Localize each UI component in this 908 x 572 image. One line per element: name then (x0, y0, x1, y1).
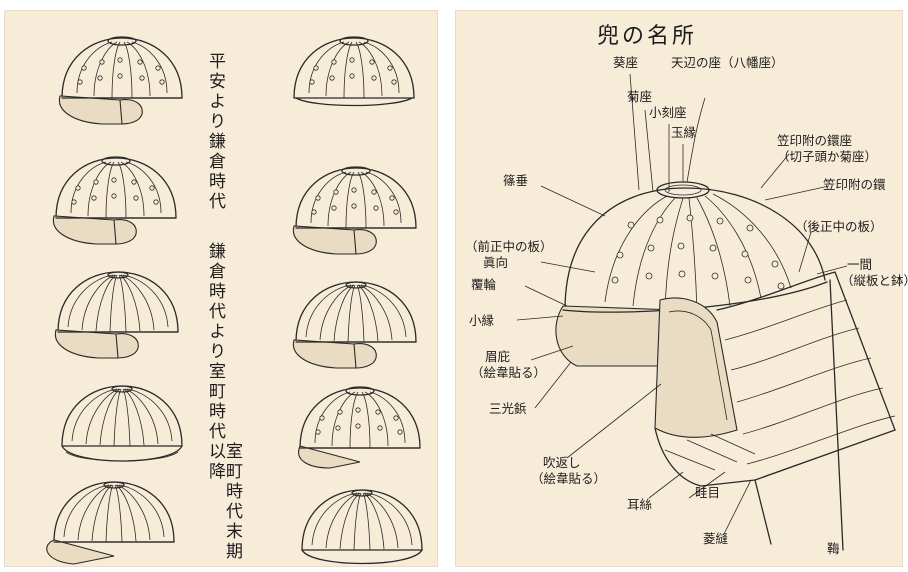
left-page: 平安より鎌倉時代 鎌倉時代より室町時代 室町時代末期以降 (4, 10, 438, 567)
label-kiku-za: 菊座 (627, 90, 652, 104)
label-aoi-za: 葵座 (613, 56, 638, 70)
era-caption-late-muromachi: 室町時代末期以降 (206, 442, 240, 567)
label-makko: 眞向 (483, 256, 508, 270)
label-fukigaeshi-sub: （絵韋貼る） (531, 472, 606, 486)
label-shinodare: 篠垂 (503, 174, 528, 188)
label-sankobyo: 三光鋲 (489, 402, 527, 416)
era-caption-heian-kamakura: 平安より鎌倉時代 (206, 52, 223, 212)
label-kasajirushi-kan: 笠印附の鐶 (823, 178, 886, 192)
label-ushiro-shochu: （後正中の板） (795, 220, 883, 234)
label-kasajirushi-kan-za-sub: （切子頭か菊座） (777, 150, 877, 164)
label-mabisashi: 眉庇 (485, 350, 510, 364)
label-ikken: 一間 (847, 258, 872, 272)
label-hishinui: 菱縫 (703, 532, 728, 546)
label-shikoro: 𩊱 (827, 542, 840, 556)
label-mae-shochu: （前正中の板） (465, 240, 553, 254)
label-mabisashi-sub: （絵韋貼る） (471, 366, 546, 380)
label-kememe: 畦目 (695, 486, 720, 500)
label-kasajirushi-kan-za: 笠印附の鐶座 (777, 134, 852, 148)
diagram-title: 兜の名所 (597, 18, 697, 50)
label-fukurin: 覆輪 (471, 278, 496, 292)
label-mimi-ito: 耳絲 (627, 498, 652, 512)
era-caption-kamakura-muromachi: 鎌倉時代より室町時代 (206, 242, 223, 442)
label-tamabuchi: 玉縁 (671, 126, 696, 140)
label-fukigaeshi: 吹返し (543, 456, 581, 470)
label-kokoku-za: 小刻座 (649, 106, 687, 120)
right-page: 兜の名所 葵座 天辺の座（八幡座） 菊座 小刻座 玉縁 笠印附の鐶座 （切子頭か… (455, 10, 903, 567)
label-tehen-no-za: 天辺の座（八幡座） (671, 56, 784, 70)
label-ikken-sub: （縦板と鉢） (841, 274, 908, 288)
kabuto-parts-diagram (455, 10, 903, 567)
label-kobuchi: 小縁 (469, 314, 494, 328)
